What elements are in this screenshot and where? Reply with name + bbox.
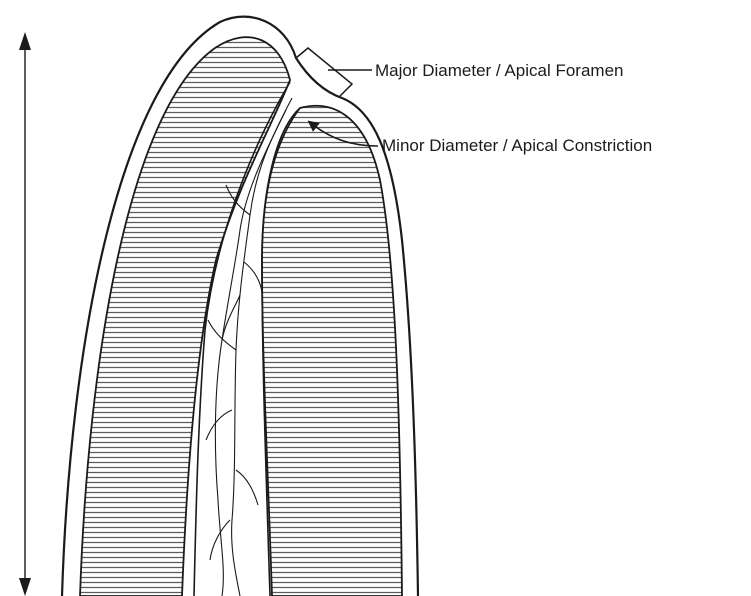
right-dentin-wall bbox=[262, 106, 402, 596]
major-diameter-label: Major Diameter / Apical Foramen bbox=[375, 62, 623, 79]
left-dentin-wall bbox=[80, 37, 290, 596]
minor-diameter-label: Minor Diameter / Apical Constriction bbox=[382, 137, 652, 154]
length-arrow-top-head bbox=[19, 32, 31, 50]
length-arrow-bottom-head bbox=[19, 578, 31, 596]
